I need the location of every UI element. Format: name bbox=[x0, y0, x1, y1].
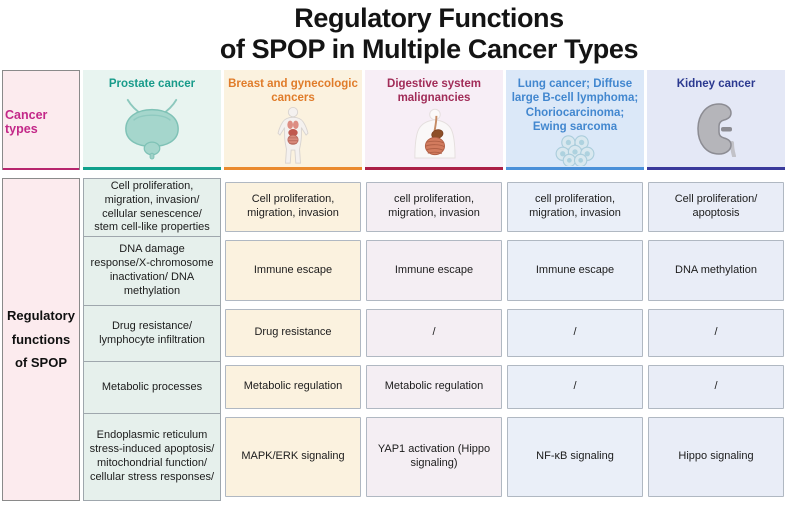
column-kidney-cancer: Kidney cancer Cell proliferation/ apopto… bbox=[647, 70, 785, 501]
column-header-lung-group: Lung cancer; Diffuse large B-cell lympho… bbox=[506, 70, 644, 170]
function-cell: MAPK/ERK signaling bbox=[225, 417, 361, 497]
function-cell: cell proliferation, migration, invasion bbox=[366, 182, 502, 232]
column-header-breast: Breast and gynecologic cancers bbox=[224, 70, 362, 170]
column-label: Digestive system malignancies bbox=[387, 78, 481, 105]
function-cell: Cell proliferation, migration, invasion/… bbox=[94, 179, 210, 234]
function-cell: / bbox=[648, 365, 784, 409]
row-group-cell: Regulatory functions of SPOP bbox=[2, 178, 80, 501]
header-accent-line bbox=[83, 167, 221, 170]
column-breast-gynecologic-cancers: Breast and gynecologic cancers Cell pr bbox=[224, 70, 362, 501]
human-body-organs-icon bbox=[277, 106, 309, 164]
function-cell: YAP1 activation (Hippo signaling) bbox=[366, 417, 502, 497]
spop-functions-table: Cancer types Regulatory functions of SPO… bbox=[2, 70, 785, 501]
function-cell: cell proliferation, migration, invasion bbox=[507, 182, 643, 232]
column-body: Cell proliferation/ apoptosis DNA methyl… bbox=[647, 178, 785, 501]
kidney-icon bbox=[697, 102, 736, 157]
page-title: Regulatory Functions of SPOP in Multiple… bbox=[34, 3, 790, 64]
column-lung-lymphoma-choriocarcinoma-ewing: Lung cancer; Diffuse large B-cell lympho… bbox=[506, 70, 644, 501]
function-cell: Drug resistance/ lymphocyte infiltration bbox=[99, 319, 205, 346]
function-cell: NF-κB signaling bbox=[507, 417, 643, 497]
header-accent-line bbox=[647, 167, 785, 170]
column-body: cell proliferation, migration, invasion … bbox=[506, 178, 644, 501]
column-label: Lung cancer; Diffuse large B-cell lympho… bbox=[511, 78, 639, 133]
function-cell: Metabolic regulation bbox=[366, 365, 502, 409]
header-accent-line bbox=[224, 167, 362, 170]
function-cell: Endoplasmic reticulum stress-induced apo… bbox=[89, 429, 215, 483]
function-cell: / bbox=[507, 309, 643, 357]
column-prostate-cancer: Prostate cancer Cell proliferation, migr… bbox=[83, 70, 221, 501]
header-accent-line bbox=[365, 167, 503, 170]
column-label: Kidney cancer bbox=[676, 78, 756, 90]
function-cell: Hippo signaling bbox=[648, 417, 784, 497]
function-cell: Drug resistance bbox=[225, 309, 361, 357]
column-header-prostate: Prostate cancer bbox=[83, 70, 221, 170]
row-group-label: Regulatory functions of SPOP bbox=[7, 308, 75, 371]
title-line2: of SPOP in Multiple Cancer Types bbox=[219, 33, 639, 64]
function-cell: / bbox=[648, 309, 784, 357]
digestive-system-icon bbox=[414, 108, 456, 159]
function-cell: Immune escape bbox=[507, 240, 643, 301]
cancer-types-label: Cancer types bbox=[5, 108, 48, 136]
label-column: Cancer types Regulatory functions of SPO… bbox=[2, 70, 80, 501]
bladder-icon bbox=[125, 98, 179, 160]
column-header-kidney: Kidney cancer bbox=[647, 70, 785, 170]
header-accent-line bbox=[506, 167, 644, 170]
function-cell: / bbox=[507, 365, 643, 409]
function-cell: DNA methylation bbox=[648, 240, 784, 301]
function-cell: / bbox=[366, 309, 502, 357]
function-cell: Immune escape bbox=[225, 240, 361, 301]
column-body: Cell proliferation, migration, invasion … bbox=[224, 178, 362, 501]
column-digestive-system-malignancies: Digestive system malignancies cell proli… bbox=[365, 70, 503, 501]
function-cell: Metabolic regulation bbox=[225, 365, 361, 409]
label-accent-line bbox=[3, 167, 79, 170]
corner-cell: Cancer types bbox=[2, 70, 80, 170]
title-line1: Regulatory Functions bbox=[294, 3, 564, 33]
function-cell: Cell proliferation/ apoptosis bbox=[648, 182, 784, 232]
function-cell: Metabolic processes bbox=[101, 380, 203, 393]
function-cell: Immune escape bbox=[366, 240, 502, 301]
column-body: Cell proliferation, migration, invasion/… bbox=[83, 178, 221, 501]
column-header-digestive: Digestive system malignancies bbox=[365, 70, 503, 170]
function-cell: Cell proliferation, migration, invasion bbox=[225, 182, 361, 232]
cell-cluster-icon bbox=[555, 135, 595, 166]
column-body: cell proliferation, migration, invasion … bbox=[365, 178, 503, 501]
column-label: Breast and gynecologic cancers bbox=[228, 78, 358, 105]
column-label: Prostate cancer bbox=[108, 78, 196, 90]
function-cell: DNA damage response/X-chromosome inactiv… bbox=[90, 243, 214, 297]
